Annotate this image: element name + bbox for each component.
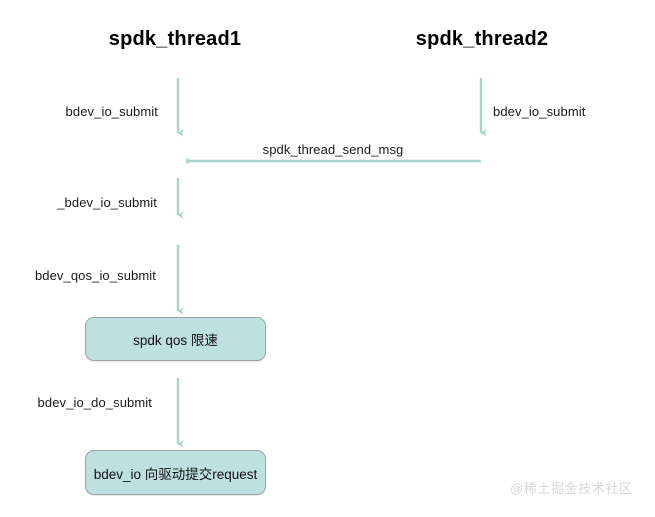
edge-label-bdev-qos-io-submit: bdev_qos_io_submit (34, 268, 156, 283)
edge-label-thread2-bdev-io-submit: bdev_io_submit (493, 104, 586, 119)
node-spdk-qos-box[interactable]: spdk qos 限速 (85, 317, 266, 361)
watermark: @稀土掘金技术社区 (510, 481, 633, 496)
edge-label-bdev-io-do-submit: bdev_io_do_submit (37, 395, 152, 410)
edge-label-thread1-bdev-io-submit: bdev_io_submit (65, 104, 158, 119)
lane-title-spdk-thread1: spdk_thread1 (108, 28, 242, 50)
lane-title-spdk-thread2: spdk_thread2 (415, 28, 549, 50)
node-bdev-io-driver-box[interactable]: bdev_io 向驱动提交request (85, 450, 266, 495)
edge-label-underscore-bdev-io-submit: _bdev_io_submit (57, 195, 157, 210)
edge-label-spdk-thread-send-msg: spdk_thread_send_msg (262, 142, 404, 157)
